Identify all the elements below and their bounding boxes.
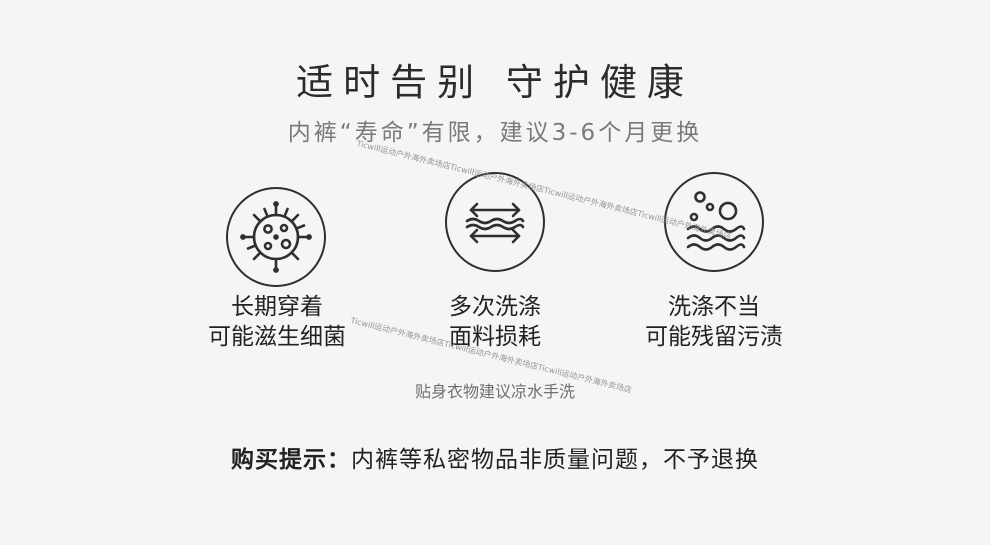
purchase-tip: 购买提示：内裤等私密物品非质量问题，不予退换 bbox=[0, 440, 990, 474]
feature-caption: 洗涤不当 可能残留污渍 bbox=[594, 292, 834, 352]
purchase-tip-label: 购买提示： bbox=[231, 447, 351, 473]
purchase-tip-text: 内裤等私密物品非质量问题，不予退换 bbox=[351, 447, 759, 473]
bacteria-icon bbox=[226, 187, 326, 287]
page-title: 适时告别 守护健康 bbox=[296, 61, 694, 104]
feature-title: 多次洗涤 bbox=[449, 294, 541, 320]
page-subtitle: 内裤“寿命”有限，建议3-6个月更换 bbox=[287, 120, 703, 146]
feature-title: 长期穿着 bbox=[231, 294, 323, 320]
wash-note: 贴身衣物建议凉水手洗 bbox=[414, 382, 575, 401]
water-stain-icon bbox=[664, 172, 764, 272]
feature-title: 洗涤不当 bbox=[668, 294, 760, 320]
feature-desc: 可能残留污渍 bbox=[645, 324, 783, 350]
feature-caption: 多次洗涤 面料损耗 bbox=[375, 292, 615, 352]
fabric-wear-icon bbox=[445, 172, 545, 272]
feature-desc: 可能滋生细菌 bbox=[208, 324, 346, 350]
feature-desc: 面料损耗 bbox=[449, 324, 541, 350]
feature-caption: 长期穿着 可能滋生细菌 bbox=[157, 292, 397, 352]
